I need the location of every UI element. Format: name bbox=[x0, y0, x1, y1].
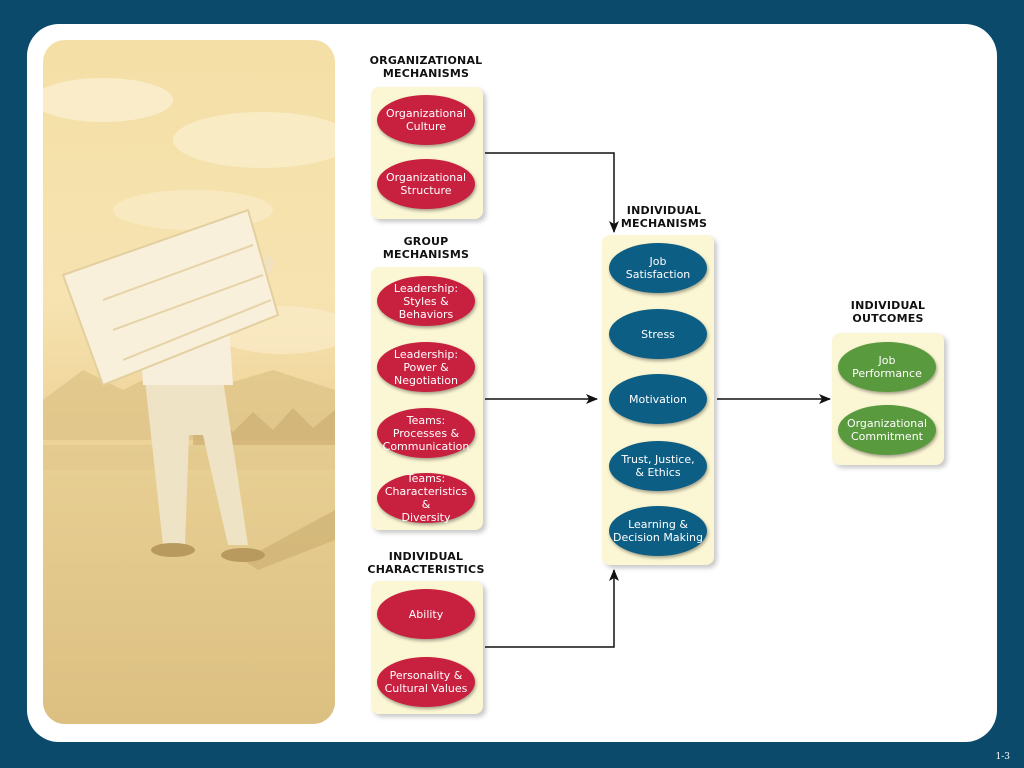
node-personality-cultural-values: Personality & Cultural Values bbox=[377, 657, 475, 707]
slide-card: ORGANIZATIONAL MECHANISMS GROUP MECHANIS… bbox=[27, 24, 997, 742]
header-organizational-mechanisms: ORGANIZATIONAL MECHANISMS bbox=[369, 54, 483, 80]
node-trust-justice-ethics: Trust, Justice, & Ethics bbox=[609, 441, 707, 491]
node-leadership-styles-behaviors: Leadership: Styles & Behaviors bbox=[377, 276, 475, 326]
node-job-performance: Job Performance bbox=[838, 342, 936, 392]
node-teams-characteristics-diversity: Teams: Characteristics & Diversity bbox=[377, 472, 475, 524]
header-individual-outcomes: INDIVIDUAL OUTCOMES bbox=[850, 299, 926, 325]
node-job-satisfaction: Job Satisfaction bbox=[609, 243, 707, 293]
header-individual-characteristics: INDIVIDUAL CHARACTERISTICS bbox=[367, 550, 485, 576]
header-group-mechanisms: GROUP MECHANISMS bbox=[382, 235, 470, 261]
node-organizational-structure: Organizational Structure bbox=[377, 159, 475, 209]
node-organizational-culture: Organizational Culture bbox=[377, 95, 475, 145]
node-organizational-commitment: Organizational Commitment bbox=[838, 405, 936, 455]
node-ability: Ability bbox=[377, 589, 475, 639]
node-stress: Stress bbox=[609, 309, 707, 359]
node-learning-decision-making: Learning & Decision Making bbox=[609, 506, 707, 556]
node-motivation: Motivation bbox=[609, 374, 707, 424]
node-teams-processes-communication: Teams: Processes & Communication bbox=[377, 408, 475, 458]
flow-arrows bbox=[485, 152, 831, 648]
slide-number: 1-3 bbox=[995, 752, 1011, 762]
photo-man-with-map bbox=[43, 40, 335, 724]
node-leadership-power-negotiation: Leadership: Power & Negotiation bbox=[377, 342, 475, 392]
header-individual-mechanisms: INDIVIDUAL MECHANISMS bbox=[620, 204, 708, 230]
